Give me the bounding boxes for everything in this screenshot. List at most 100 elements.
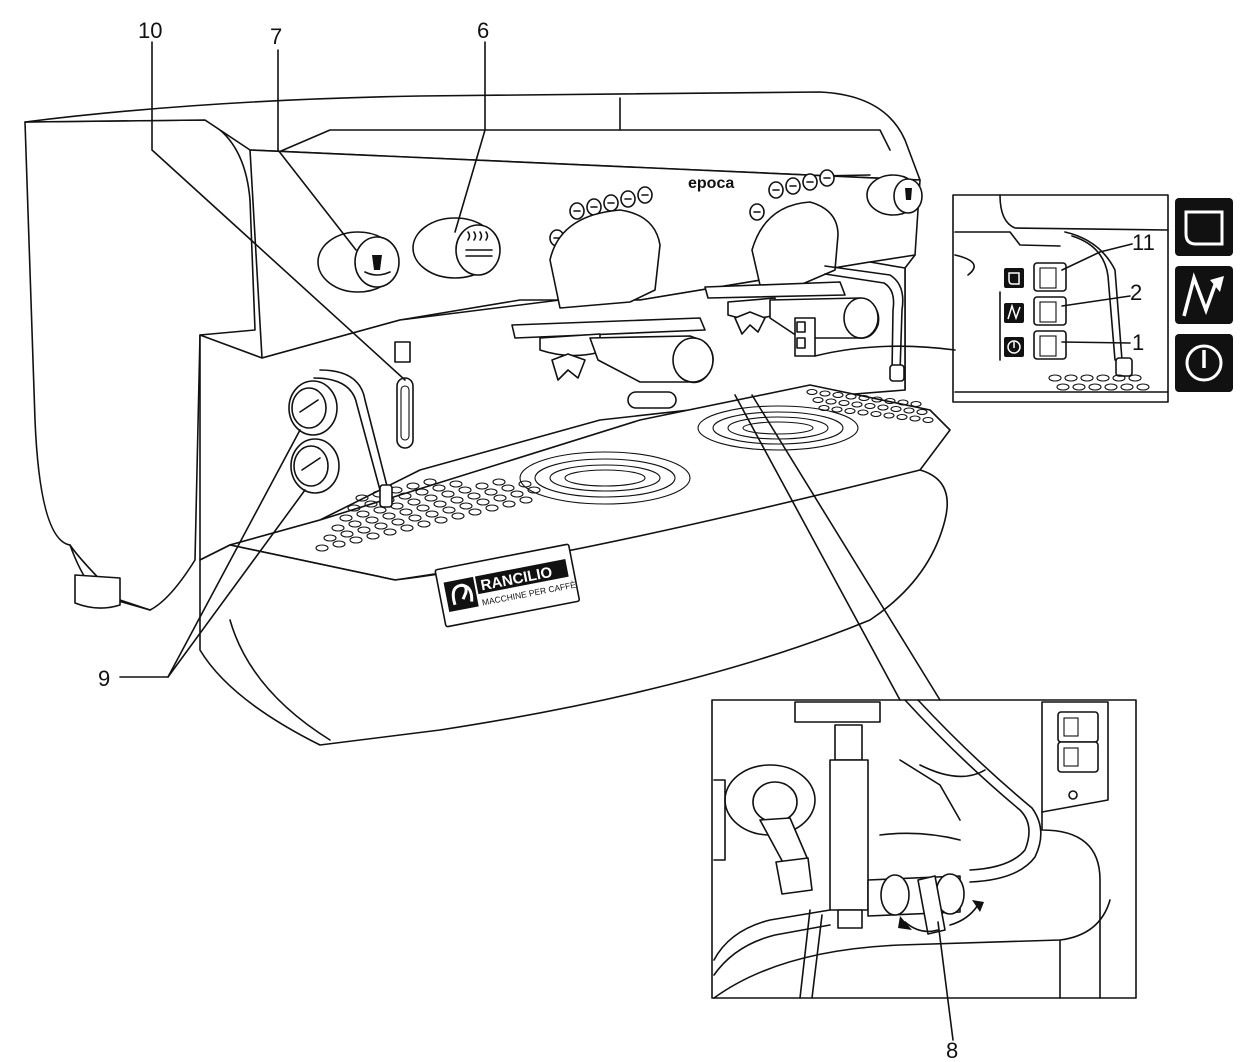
hole: [1120, 383, 1134, 391]
hole: [400, 524, 414, 532]
hole: [315, 544, 329, 552]
hole: [442, 506, 456, 514]
hole: [501, 484, 515, 492]
heating-element-icon: [1175, 266, 1233, 324]
hole: [871, 396, 883, 403]
drip-tray-holes-right: [806, 388, 934, 424]
hole: [1136, 383, 1150, 391]
hole: [1072, 383, 1086, 391]
steam-wand-right: [824, 265, 904, 373]
hole: [877, 404, 889, 411]
hole: [493, 494, 507, 502]
hole: [417, 520, 431, 528]
hole: [356, 510, 370, 518]
hole: [331, 524, 345, 532]
hole: [434, 516, 448, 524]
brand-plate: RANCILIO MACCHINE PER CAFFÈ: [434, 543, 581, 628]
hole: [844, 407, 856, 415]
hole: [858, 394, 870, 402]
hole: [484, 488, 498, 496]
power-icon: [1175, 334, 1233, 392]
hole: [832, 391, 844, 399]
hole: [425, 510, 439, 518]
callout-7: 7: [270, 24, 282, 49]
hole: [825, 398, 837, 405]
hole: [373, 506, 387, 514]
hole: [423, 478, 437, 486]
hole: [890, 405, 902, 413]
hole: [492, 478, 506, 486]
group-head-right: [704, 201, 880, 340]
hole: [1048, 374, 1062, 382]
side-switch-block: [794, 317, 956, 357]
drip-tray-holes: [315, 478, 541, 552]
hole: [896, 413, 908, 421]
group-head-left: [511, 209, 714, 384]
hole: [1056, 383, 1070, 391]
hole: [1104, 383, 1118, 391]
valve-detail-inset: [711, 699, 1137, 999]
hole: [357, 526, 371, 534]
hole: [909, 415, 921, 422]
hole: [450, 496, 464, 504]
group-1-keypad: [549, 186, 653, 247]
callout-6: 6: [477, 18, 489, 43]
hole: [1112, 374, 1126, 382]
drip-tray-grate-left: [519, 451, 691, 505]
hole: [1080, 374, 1094, 382]
hole: [527, 486, 541, 494]
hole: [845, 393, 857, 400]
hole: [519, 496, 533, 504]
hole: [406, 482, 420, 490]
pressure-gauges: [288, 380, 340, 494]
hole: [818, 404, 830, 412]
hole: [364, 500, 378, 508]
water-level-sight-glass: [396, 377, 414, 449]
hole: [323, 534, 337, 542]
hole: [476, 498, 490, 506]
hole: [349, 536, 363, 544]
hole: [485, 504, 499, 512]
switch-detail-inset: [952, 194, 1169, 403]
hole: [468, 508, 482, 516]
hole: [340, 530, 354, 538]
hole: [806, 388, 818, 396]
callout-2: 2: [1130, 280, 1142, 305]
callout-1: 1: [1132, 330, 1144, 355]
drip-tray-grate-right: [697, 405, 859, 451]
callout-10: 10: [138, 18, 162, 43]
hole: [864, 402, 876, 410]
hole: [407, 498, 421, 506]
model-label: epoca: [688, 175, 734, 192]
hole: [432, 484, 446, 492]
steam-wand-left: [319, 369, 389, 491]
right-steam-knob: [866, 174, 923, 216]
hole: [851, 401, 863, 408]
callout-8: 8: [946, 1038, 958, 1062]
cup-warmer-slot: [627, 391, 677, 409]
hole: [831, 406, 843, 413]
hot-water-knob-6: [412, 217, 501, 279]
leader-lines: [119, 41, 954, 1041]
hole: [332, 540, 346, 548]
callout-9: 9: [98, 666, 110, 691]
hole: [348, 520, 362, 528]
hole: [922, 416, 934, 424]
hole: [510, 490, 524, 498]
hole: [897, 399, 909, 406]
hole: [502, 500, 516, 508]
hole: [408, 514, 422, 522]
hole: [910, 400, 922, 408]
hole: [339, 514, 353, 522]
hole: [398, 492, 412, 500]
hole: [383, 528, 397, 536]
hole: [1064, 374, 1078, 382]
hole: [883, 412, 895, 419]
hole: [382, 512, 396, 520]
hole: [857, 409, 869, 416]
hole: [433, 500, 447, 508]
hole: [399, 508, 413, 516]
hole: [458, 486, 472, 494]
callout-11: 11: [1132, 230, 1155, 255]
